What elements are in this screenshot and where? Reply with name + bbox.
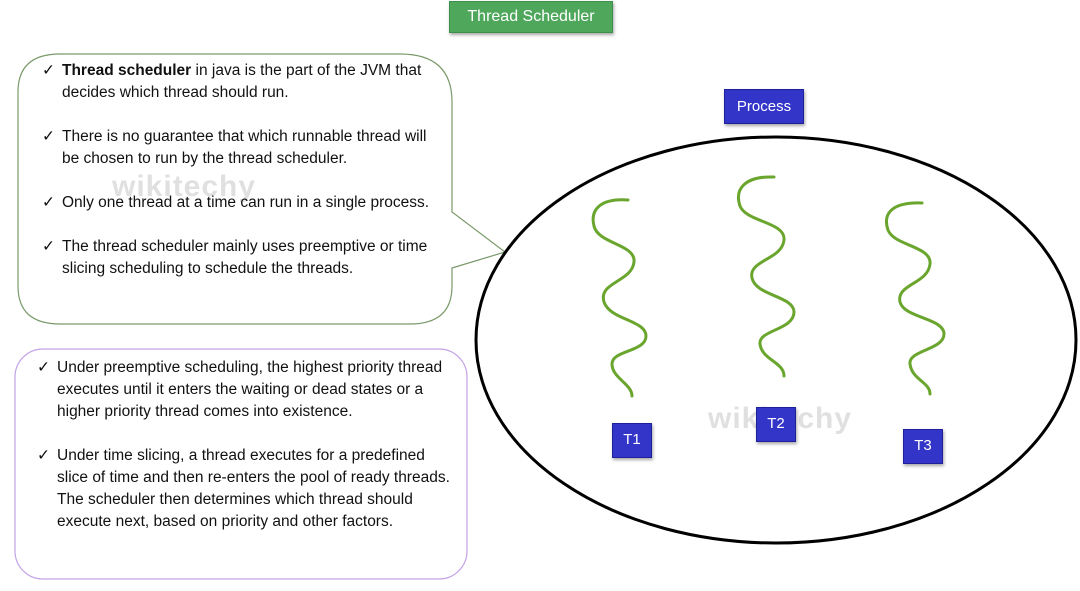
info-box-outline	[14, 348, 468, 580]
list-item: ✓ The thread scheduler mainly uses preem…	[42, 236, 442, 280]
check-icon: ✓	[42, 194, 55, 211]
thread-t1-squiggle	[591, 198, 648, 398]
watermark-logo: wikitechy	[112, 170, 257, 203]
list-item: ✓ There is no guarantee that which runna…	[42, 126, 442, 170]
list-item-text: in java is the part of the JVM that deci…	[62, 62, 422, 101]
process-label: Process	[724, 89, 804, 124]
process-ellipse	[474, 135, 1078, 545]
list-item-text: There is no guarantee that which runnabl…	[62, 128, 427, 167]
thread-label-t3: T3	[903, 429, 943, 464]
list-item-text: The thread scheduler mainly uses preempt…	[62, 238, 428, 277]
list-item: ✓ Only one thread at a time can run in a…	[42, 192, 442, 214]
callout-bubble-outline	[17, 53, 507, 325]
check-icon: ✓	[42, 238, 55, 255]
scheduling-types-list: ✓ Under preemptive scheduling, the highe…	[37, 357, 457, 555]
list-item: ✓ Under time slicing, a thread executes …	[37, 445, 457, 533]
thread-label-t1: T1	[612, 423, 652, 458]
list-item-text: Under preemptive scheduling, the highest…	[57, 359, 443, 420]
check-icon: ✓	[37, 447, 50, 464]
thread-t2-squiggle	[737, 175, 796, 378]
check-icon: ✓	[42, 62, 55, 79]
thread-t3-squiggle	[885, 201, 946, 396]
list-item-text: Only one thread at a time can run in a s…	[62, 194, 430, 211]
list-item-text: Under time slicing, a thread executes fo…	[57, 447, 450, 530]
diagram-title: Thread Scheduler	[449, 1, 613, 33]
thread-label-t2: T2	[756, 407, 796, 442]
bold-term: Thread scheduler	[62, 62, 192, 79]
list-item: ✓ Thread scheduler in java is the part o…	[42, 60, 442, 104]
scheduler-facts-list: ✓ Thread scheduler in java is the part o…	[42, 60, 442, 302]
list-item: ✓ Under preemptive scheduling, the highe…	[37, 357, 457, 423]
check-icon: ✓	[42, 128, 55, 145]
check-icon: ✓	[37, 359, 50, 376]
